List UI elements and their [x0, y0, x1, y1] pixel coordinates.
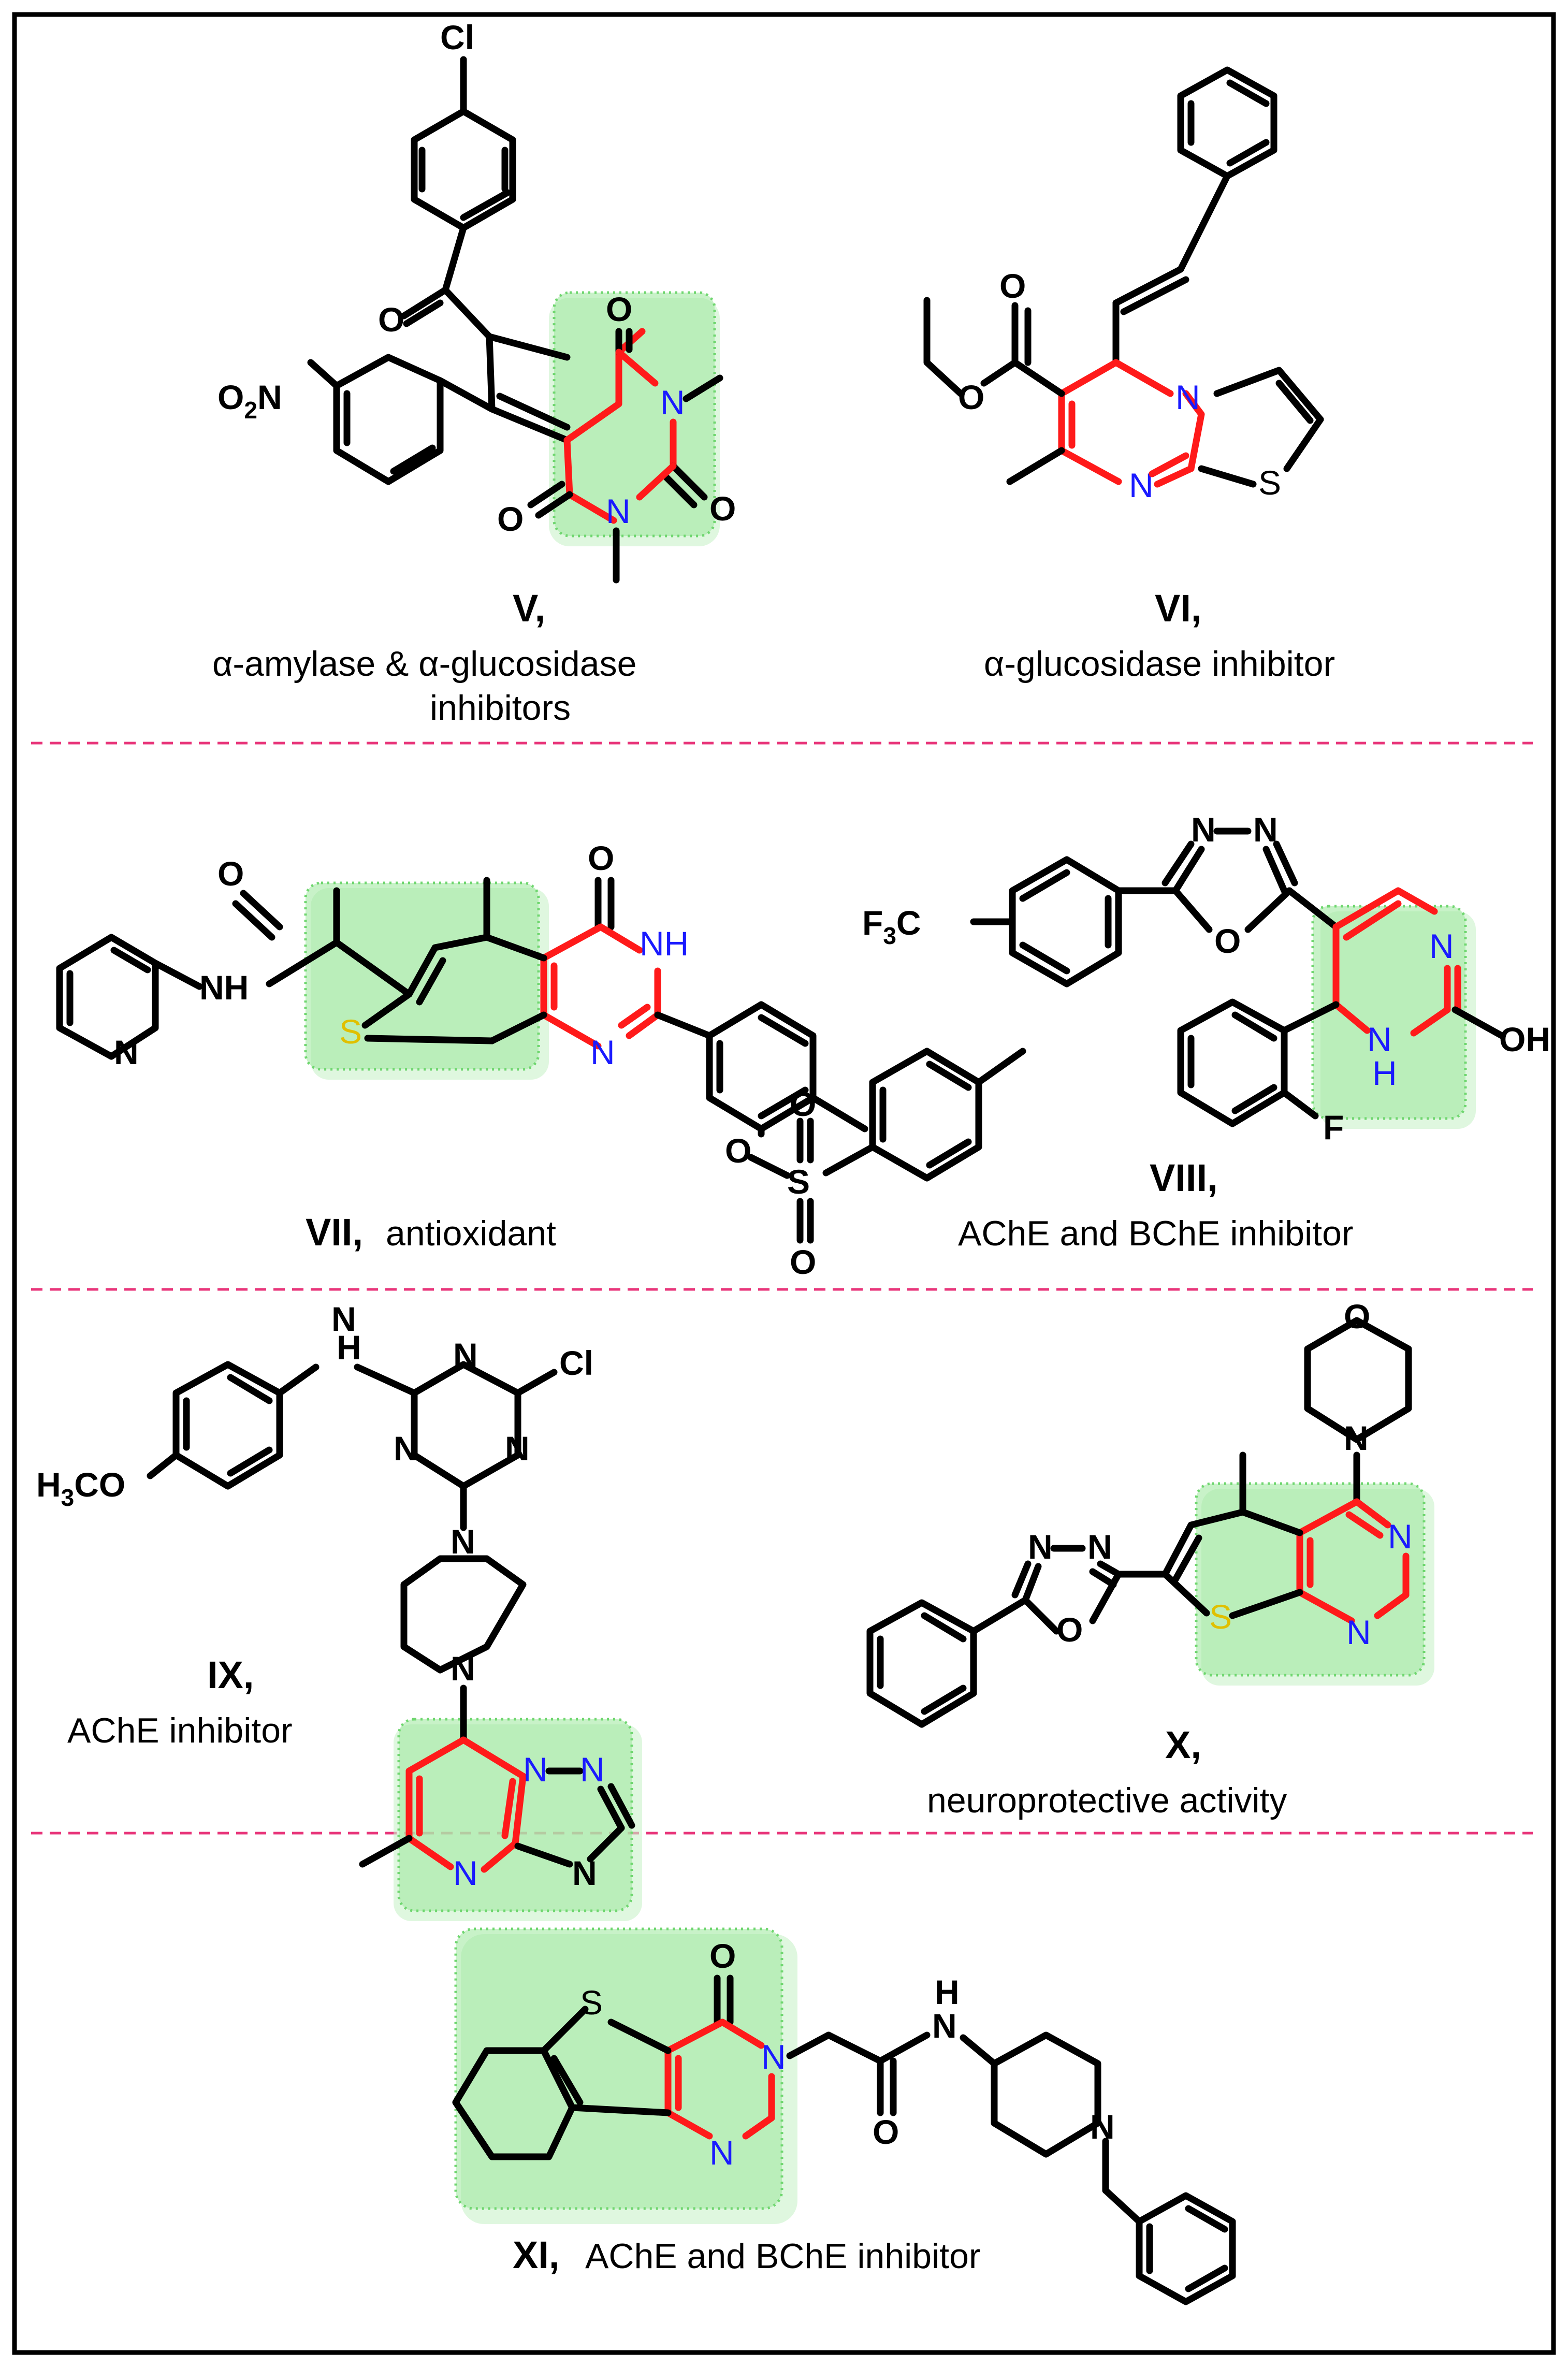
- atom-o-V-ketone: O: [378, 300, 404, 339]
- atom-oh-VIII: OH: [1499, 1020, 1550, 1058]
- desc-XI: AChE and BChE inhibitor: [585, 2237, 981, 2276]
- label-VII: VII,: [306, 1211, 363, 1254]
- atom-n-IX-pip1: N: [451, 1522, 475, 1561]
- atom-h-IX: H: [337, 1328, 361, 1367]
- atom-s-VII-sulfonyl: S: [787, 1163, 810, 1201]
- atom-h-VIII: H: [1372, 1054, 1397, 1092]
- desc-IX: AChE inhibitor: [67, 1711, 293, 1750]
- atom-n-IX-pip2: N: [451, 1649, 475, 1688]
- atom-n-X-oxd1: N: [1028, 1528, 1053, 1566]
- compound-VIII: N N O F3C N OH N H F VII: [862, 810, 1550, 1253]
- atom-cl-IX: Cl: [559, 1344, 593, 1382]
- atom-n-X-2: N: [1346, 1613, 1371, 1651]
- desc-VII: antioxidant: [386, 1214, 556, 1253]
- atom-o-V-left: O: [497, 500, 524, 538]
- atom-cl-V: Cl: [440, 18, 474, 56]
- atom-o2n-V: O2N: [217, 378, 282, 424]
- atom-n-XI-1: N: [761, 2038, 786, 2076]
- atom-o-V-top: O: [606, 290, 632, 328]
- atom-n-IX-tz3: N: [572, 1854, 597, 1892]
- atom-s-VI: S: [1258, 463, 1281, 502]
- atom-n-IX-top: N: [331, 1300, 356, 1338]
- atom-nh-VII-amide: NH: [199, 968, 249, 1007]
- desc-VIII: AChE and BChE inhibitor: [958, 1214, 1354, 1253]
- atom-h-XI-amide: H: [935, 1973, 960, 2011]
- atom-o-VI-carbonyl: O: [999, 267, 1026, 305]
- atom-n-IX-pyr: N: [453, 1854, 478, 1892]
- atom-o-VI-ester: O: [958, 378, 984, 416]
- atom-n-VI-2: N: [1175, 378, 1200, 416]
- atom-n-XI-pip: N: [1090, 2108, 1115, 2146]
- atom-n-IX-t3: N: [505, 1429, 530, 1468]
- atom-n-X-oxd2: N: [1087, 1528, 1112, 1566]
- atom-o-X-morph: O: [1344, 1297, 1370, 1335]
- atom-f-VIII: F: [1323, 1108, 1344, 1146]
- atom-n-VII-1: N: [590, 1033, 615, 1071]
- atom-o-X-oxd: O: [1056, 1610, 1083, 1649]
- atom-s-VII: S: [339, 1012, 362, 1051]
- atom-o-V-right: O: [709, 489, 736, 528]
- desc-VI: α-glucosidase inhibitor: [984, 644, 1335, 684]
- atom-n-XI-2: N: [709, 2133, 734, 2172]
- atom-n-IX-t1: N: [453, 1336, 478, 1374]
- compound-IX: N H H3CO N N N Cl N N N N N N: [36, 1300, 642, 1921]
- atom-n-IX-tz2: N: [580, 1750, 605, 1789]
- atom-n-X-1: N: [1388, 1517, 1413, 1556]
- compound-VI: N N S O O VI, α-glucosidase inhibitor: [923, 66, 1335, 684]
- atom-h3co-IX: H3CO: [36, 1465, 125, 1511]
- atom-o-XI: O: [709, 1937, 736, 1975]
- atom-o-VII-s1: O: [790, 1085, 816, 1123]
- atom-o-VII-s2: O: [790, 1243, 816, 1281]
- atom-s-X: S: [1209, 1598, 1232, 1636]
- atom-n-IX-tz1: N: [523, 1750, 548, 1789]
- atom-n-VIII-1: N: [1191, 810, 1216, 849]
- atom-o-VII-link: O: [725, 1131, 751, 1170]
- atom-nh-VII: NH: [640, 924, 689, 963]
- figure-frame: [12, 12, 1556, 2355]
- atom-o-VII: O: [588, 839, 614, 877]
- atom-n-V-2: N: [606, 492, 631, 530]
- atom-n-VII-py: N: [114, 1033, 139, 1071]
- atom-n-VIII-ring: N: [1429, 927, 1454, 965]
- atom-n-IX-t2: N: [394, 1429, 418, 1468]
- atom-n-XI-amide: N: [932, 2007, 957, 2045]
- atom-n-V-1: N: [660, 383, 685, 422]
- atom-n-VIII-nh: N: [1367, 1020, 1392, 1058]
- label-VI: VI,: [1155, 587, 1201, 630]
- desc-V-1: α-amylase & α-glucosidase: [212, 644, 636, 684]
- desc-X: neuroprotective activity: [927, 1781, 1287, 1820]
- compound-VII: O NH N S O NH N O: [56, 839, 1026, 1281]
- label-XI: XI,: [513, 2233, 559, 2276]
- atom-f3c-VIII: F3C: [862, 904, 921, 949]
- atom-n-X-morph: N: [1344, 1419, 1369, 1457]
- compound-X: O N N N S N N O X, neuroprotective activ…: [866, 1297, 1434, 1820]
- atom-o-XI-amide: O: [873, 2113, 899, 2151]
- desc-V-2: inhibitors: [430, 688, 571, 728]
- label-VIII: VIII,: [1150, 1156, 1218, 1199]
- label-X: X,: [1165, 1723, 1201, 1766]
- label-V: V,: [513, 587, 545, 630]
- label-IX: IX,: [207, 1653, 254, 1696]
- atom-o-VII-amide: O: [217, 854, 244, 893]
- compound-XI: O N N S O N H N XI, AChE and BChE inhibi…: [452, 1927, 1236, 2305]
- compound-V: Cl O O2N O N O N: [212, 18, 736, 728]
- atom-s-XI: S: [580, 1983, 603, 2022]
- atom-o-VIII-oxadiazole: O: [1214, 922, 1241, 960]
